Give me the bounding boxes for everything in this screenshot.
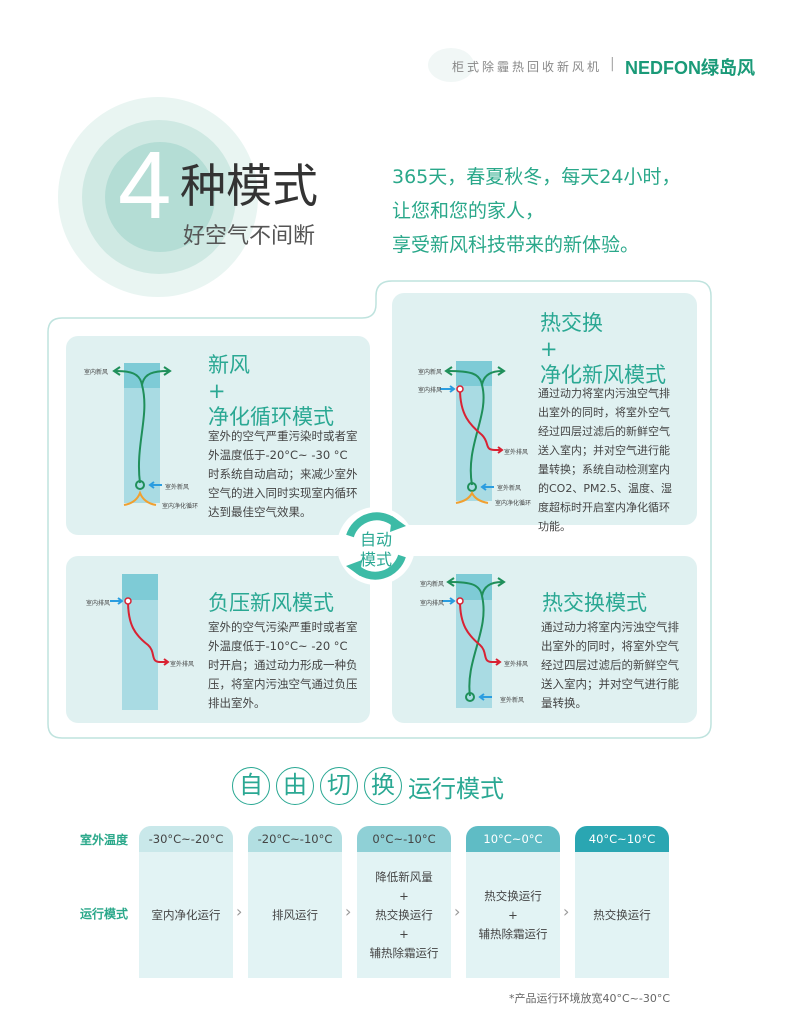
mode-card-heat-exchange [392, 556, 697, 723]
run-mode: 热交换运行 + 辅热除霜运行 [478, 888, 548, 941]
slogan-line: 享受新风科技带来的新体验。 [392, 234, 640, 256]
label-outdoor-exhaust: 室外排风 [170, 661, 195, 668]
mode-card-heat-exchange-purify [392, 293, 697, 525]
header-decor-circle [428, 48, 474, 82]
row-label-temp: 室外温度 [80, 833, 129, 847]
mode-title: 新风 + 净化循环模式 [208, 352, 334, 430]
label-indoor-purify: 室内净化循环 [495, 500, 532, 507]
hero-circle-inner [105, 142, 215, 252]
hero-subtitle: 好空气不间断 [183, 224, 316, 249]
table-column: 0°C~-10°C 降低新风量 + 热交换运行 + 辅热除霜运行 [357, 826, 451, 978]
circled-char: 切 [320, 767, 358, 805]
header-separator: | [610, 56, 615, 72]
switch-title: 自 由 切 换 运行模式 [232, 767, 504, 805]
table-column: 10°C~0°C 热交换运行 + 辅热除霜运行 [466, 826, 560, 978]
mode-title-line: + [208, 379, 226, 403]
label-indoor-exhaust: 室内排风 [418, 387, 443, 394]
brand-logo: NEDFON绿岛风 [625, 58, 755, 78]
airflow-diagram [440, 361, 506, 504]
mode-card-negative-pressure [66, 556, 370, 723]
modes-frame [47, 280, 712, 739]
label-indoor-fresh: 室内新风 [84, 369, 109, 376]
mode-title-line: + [540, 337, 558, 361]
slogan-line: 让您和您的家人， [392, 200, 545, 222]
circled-char: 由 [276, 767, 314, 805]
label-outdoor-exhaust: 室外排风 [504, 449, 529, 456]
chevron-right-icon: › [345, 902, 352, 921]
temp-range: 40°C~10°C [575, 826, 669, 852]
label-indoor-fresh: 室内新风 [418, 369, 443, 376]
temp-range: -30°C~-20°C [139, 826, 233, 852]
mode-title: 负压新风模式 [208, 591, 334, 615]
label-indoor-purify: 室内净化循环 [162, 503, 199, 510]
label-outdoor-fresh: 室外新风 [165, 484, 190, 491]
mode-title-line: 净化新风模式 [540, 363, 666, 387]
airflow-diagram [442, 574, 506, 708]
row-label-mode: 运行模式 [80, 907, 129, 921]
mode-description: 通过动力将室内污浊空气排出室外的同时，将室外空气经过四层过滤后的新鲜空气送入室内… [541, 620, 679, 710]
temp-range: 10°C~0°C [466, 826, 560, 852]
cycle-arrows-icon [337, 507, 415, 585]
slogan: 365天，春夏秋冬，每天24小时， 让您和您的家人， 享受新风科技带来的新体验。 [392, 160, 680, 262]
mode-description: 室外的空气严重污染时或者室外温度低于-20°C~ -30 °C时系统自动启动；来… [208, 429, 358, 519]
mode-title: 热交换 + 净化新风模式 [540, 310, 666, 388]
circled-char: 自 [232, 767, 270, 805]
slogan-line: 365天，春夏秋冬，每天24小时， [392, 166, 681, 188]
table-column: -20°C~-10°C 排风运行 [248, 826, 342, 978]
chevron-right-icon: › [454, 902, 461, 921]
temp-range: -20°C~-10°C [248, 826, 342, 852]
hero-number: 4 [118, 132, 172, 239]
table-column: 40°C~10°C 热交换运行 [575, 826, 669, 978]
auto-label: 模式 [359, 550, 392, 569]
label-indoor-exhaust: 室内排风 [420, 600, 445, 607]
mode-title-line: 新风 [208, 353, 250, 377]
temp-range: 0°C~-10°C [357, 826, 451, 852]
label-outdoor-exhaust: 室外排风 [504, 661, 529, 668]
product-name: 柜式除霾热回收新风机 [452, 60, 603, 74]
mode-description: 通过动力将室内污浊空气排出室外的同时，将室外空气经过四层过滤后的新鲜空气送入室内… [538, 387, 672, 533]
circled-char: 换 [364, 767, 402, 805]
run-mode: 排风运行 [272, 907, 318, 922]
hero-title: 种模式 [180, 159, 318, 213]
chevron-right-icon: › [563, 902, 570, 921]
footnote: *产品运行环境放宽40°C~-30°C [508, 992, 670, 1005]
auto-mode-badge: 自动 模式 [336, 506, 416, 586]
mode-title-line: 净化循环模式 [208, 405, 334, 429]
chevron-right-icon: › [236, 902, 243, 921]
run-mode: 热交换运行 [593, 907, 651, 922]
airflow-diagram [112, 363, 172, 506]
label-outdoor-fresh: 室外新风 [500, 697, 525, 704]
airflow-diagram [110, 574, 170, 710]
label-indoor-exhaust: 室内排风 [86, 600, 111, 607]
mode-description: 室外的空气污染严重时或者室外温度低于-10°C~ -20 °C时开启；通过动力形… [208, 620, 358, 710]
auto-label: 自动 [359, 530, 392, 549]
switch-title-rest: 运行模式 [408, 774, 504, 803]
table-column: -30°C~-20°C 室内净化运行 [139, 826, 233, 978]
run-mode: 室内净化运行 [151, 907, 221, 922]
mode-title-line: 热交换 [540, 311, 603, 335]
label-indoor-fresh: 室内新风 [420, 581, 445, 588]
mode-title: 热交换模式 [542, 591, 647, 615]
label-outdoor-fresh: 室外新风 [497, 485, 522, 492]
run-mode: 降低新风量 + 热交换运行 + 辅热除霜运行 [369, 869, 439, 960]
